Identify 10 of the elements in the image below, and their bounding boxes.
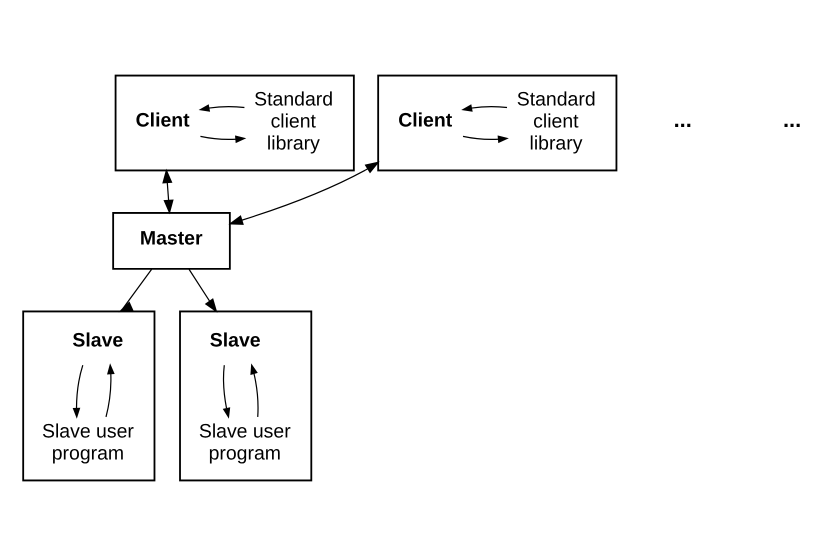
node-text: Slave user program [42,420,134,464]
node-text: Standard client library [516,88,596,154]
label: ... [674,107,692,132]
node-text: Slave [72,329,124,352]
node-text: Client [136,109,190,132]
node-text: Slave [210,329,261,352]
node-text: Standard client library [254,88,334,154]
node-text: Slave user program [198,420,291,464]
label: ... [782,107,802,132]
node-text: Client [398,109,452,132]
